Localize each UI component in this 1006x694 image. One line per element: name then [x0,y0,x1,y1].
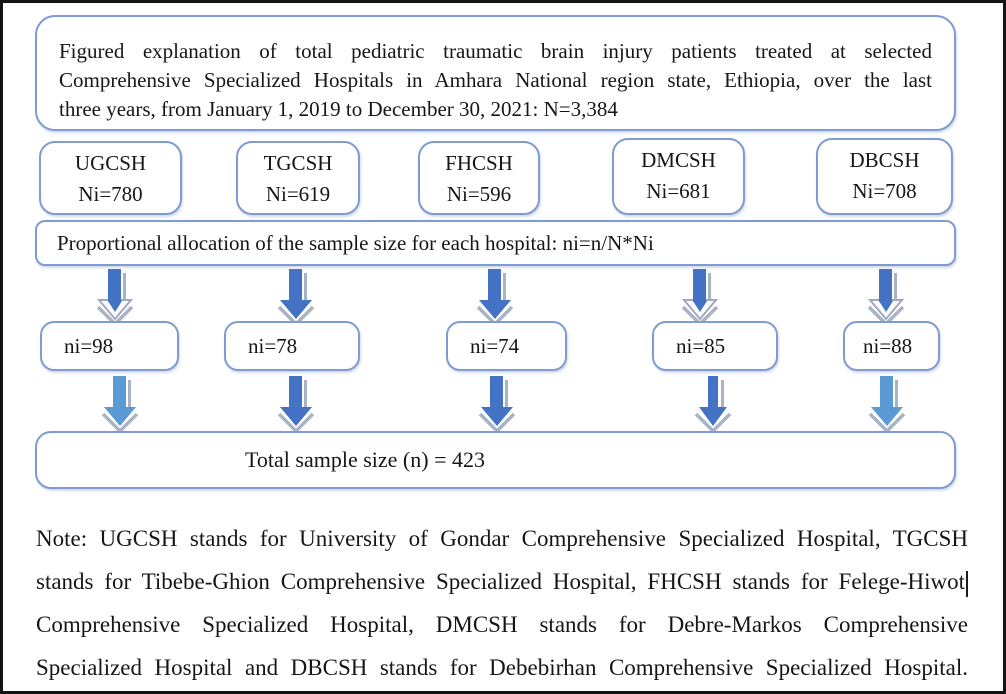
total-box: Total sample size (n) = 423 [35,431,956,489]
hospital-total: Ni=708 [852,179,917,203]
sample-box-dmcsh: ni=85 [652,321,778,371]
hospital-code: TGCSH [263,151,333,175]
down-arrow-icon [681,269,719,325]
down-arrow-icon [694,376,732,432]
text-caret [966,570,968,597]
sample-box-fhcsh: ni=74 [446,321,567,371]
down-arrow-icon [277,376,315,432]
note-line[interactable]: Specialized Hospital and DBCSH stands fo… [36,655,968,680]
hospital-box-ugcsh: UGCSH Ni=780 [39,141,182,215]
hospital-code: DBCSH [849,148,920,172]
sample-size-label: ni=85 [676,333,726,358]
note: Note: UGCSH stands for University of Gon… [36,517,968,689]
allocation-label: Proportional allocation of the sample si… [57,230,654,255]
sample-size-label: ni=78 [248,333,298,358]
down-arrow-icon [476,269,514,325]
down-arrow-icon [96,269,134,325]
hospital-box-fhcsh: FHCSH Ni=596 [418,141,540,215]
hospital-code: DMCSH [641,148,716,172]
down-arrow-icon [277,269,315,325]
title-box: Figured explanation of total pediatric t… [35,15,956,131]
note-line[interactable]: Note: UGCSH stands for University of Gon… [36,526,968,551]
note-line[interactable]: stands for Tibebe-Ghion Comprehensive Sp… [36,560,968,603]
hospital-total: Ni=596 [446,182,512,206]
sample-box-tgcsh: ni=78 [224,321,360,371]
title-line: Figured explanation of total pediatric t… [59,39,932,63]
title-line: three years, from January 1, 2019 to Dec… [59,97,618,121]
down-arrow-icon [101,376,139,432]
hospital-total: Ni=780 [78,182,143,206]
hospital-box-tgcsh: TGCSH Ni=619 [236,141,360,215]
hospital-total: Ni=681 [646,179,711,203]
down-arrow-icon [867,269,905,325]
sample-size-label: ni=88 [863,333,913,358]
hospital-code: FHCSH [445,151,513,175]
sample-box-dbcsh: ni=88 [843,321,940,371]
sample-size-label: ni=74 [470,333,520,358]
hospital-box-dmcsh: DMCSH Ni=681 [612,138,745,215]
down-arrow-icon [478,376,516,432]
hospital-code: UGCSH [74,151,147,175]
sample-size-label: ni=98 [64,333,114,358]
hospital-box-dbcsh: DBCSH Ni=708 [816,138,953,215]
allocation-box: Proportional allocation of the sample si… [35,220,956,266]
title-line: Comprehensive Specialized Hospitals in A… [59,68,932,92]
down-arrow-icon [868,376,906,432]
hospital-total: Ni=619 [265,182,331,206]
note-line[interactable]: Comprehensive Specialized Hospital, DMCS… [36,612,968,637]
total-label: Total sample size (n) = 423 [245,447,485,472]
sample-box-ugcsh: ni=98 [40,321,179,371]
note-line-text: stands for Tibebe-Ghion Comprehensive Sp… [36,569,965,594]
